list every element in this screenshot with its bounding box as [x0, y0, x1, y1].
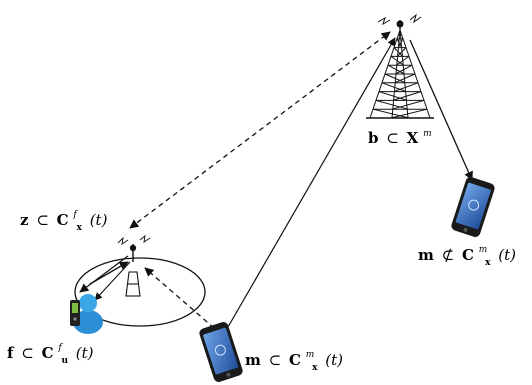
backhaul-dashed-link — [129, 31, 391, 229]
smartphone-icon — [451, 177, 495, 237]
femto-antenna-icon — [117, 234, 151, 297]
user-with-phone-icon — [70, 294, 103, 334]
macro-user-outside-label: m ⊄ C m x (t) — [418, 238, 516, 269]
femto-user-link-1 — [79, 255, 129, 293]
macro-downlink — [409, 39, 473, 181]
femto-user-link-2 — [89, 261, 129, 285]
femto-user-link-3 — [94, 261, 131, 301]
femto-coverage-area — [74, 257, 206, 327]
smartphone-icon — [199, 322, 243, 382]
macro-bs-label: b ⊂ X m — [368, 129, 432, 147]
lattice-tower-icon — [366, 13, 434, 119]
macro-user-uplink — [227, 37, 396, 328]
femto-user-label: f ⊂ C f u (t) — [7, 336, 94, 367]
interference-dashed-link — [144, 267, 215, 329]
macro-user-inside-label: m ⊂ C m x (t) — [245, 343, 343, 374]
femto-bs-label: z ⊂ C f x (t) — [20, 203, 108, 234]
